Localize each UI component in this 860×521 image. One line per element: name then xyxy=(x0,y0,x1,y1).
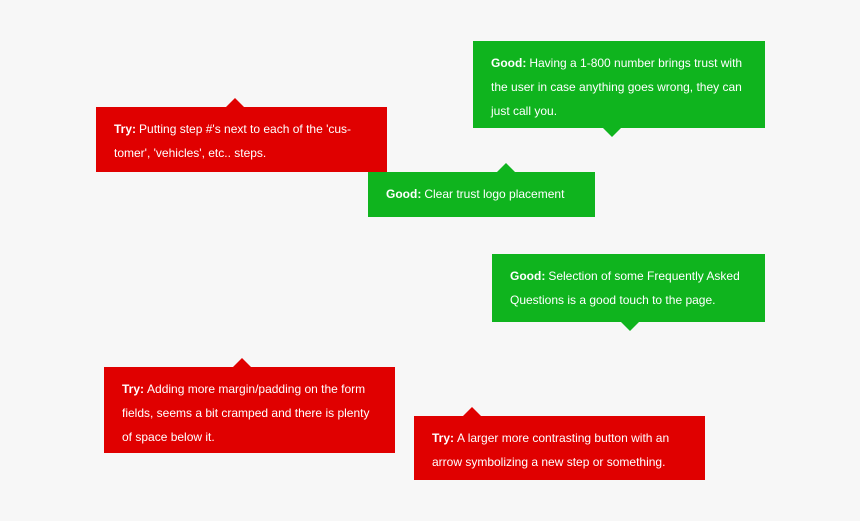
callout-pointer xyxy=(497,163,515,172)
callout-label: Try: xyxy=(122,382,145,396)
callout-label: Try: xyxy=(114,122,137,136)
callout-text: Having a 1-800 number brings trust with … xyxy=(491,56,743,118)
callout-label: Good: xyxy=(510,269,546,283)
callout-pointer xyxy=(463,407,481,416)
callout-text: Selection of some Frequently Asked Quest… xyxy=(510,269,740,307)
try-callout-step-numbers: Try:Putting step #'s next to each of the… xyxy=(96,98,387,172)
good-callout-faq: Good:Selection of some Frequently Asked … xyxy=(492,254,765,331)
callout-label: Good: xyxy=(491,56,527,70)
callout-pointer xyxy=(233,358,251,367)
try-callout-form-padding: Try:Adding more margin/padding on the fo… xyxy=(104,358,395,453)
callout-text: Putting step #'s next to each of the 'cu… xyxy=(114,122,352,160)
callout-text: A larger more contrasting button with an… xyxy=(432,431,670,469)
callout-pointer xyxy=(621,322,639,331)
good-callout-trust-logo: Good:Clear trust logo placement xyxy=(368,163,595,217)
callout-pointer xyxy=(603,128,621,137)
callout-text: Clear trust logo placement xyxy=(424,187,565,201)
callout-label: Try: xyxy=(432,431,455,445)
callout-text: Adding more margin/padding on the form f… xyxy=(122,382,370,444)
callout-pointer xyxy=(226,98,244,107)
good-callout-phone-number: Good:Having a 1-800 number brings trust … xyxy=(473,41,765,137)
try-callout-contrast-button: Try:A larger more contrasting button wit… xyxy=(414,407,705,480)
callout-label: Good: xyxy=(386,187,422,201)
